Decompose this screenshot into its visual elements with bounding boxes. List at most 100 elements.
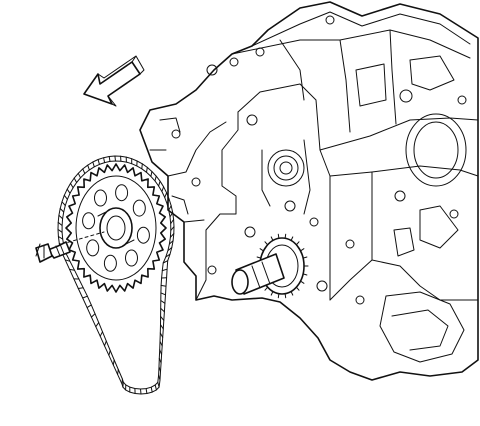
chain-link	[61, 201, 66, 206]
chain-link	[140, 388, 142, 395]
sprocket-tooth	[270, 236, 274, 241]
sprocket-tooth	[284, 293, 287, 299]
chain-link	[158, 366, 161, 372]
chain-link	[158, 374, 161, 381]
chain-link	[170, 219, 175, 225]
chain-link	[159, 332, 164, 338]
chain-link	[59, 208, 65, 213]
chain-link	[160, 316, 165, 321]
chain-link	[158, 180, 161, 187]
chain-link	[92, 161, 95, 168]
sprocket-tooth	[295, 241, 300, 246]
chain-link	[159, 349, 163, 355]
sprocket-hole	[82, 212, 96, 230]
sprocket-hole	[136, 226, 150, 244]
chain-link	[154, 175, 157, 182]
block-bolt-holes	[171, 15, 467, 305]
chain-link	[161, 268, 168, 272]
chain-link	[87, 164, 90, 171]
chain-link	[160, 324, 164, 330]
sprocket-tooth	[259, 248, 264, 252]
chain-link	[157, 381, 160, 388]
sprocket-tooth	[290, 291, 294, 296]
chain-link	[170, 226, 175, 231]
chain-link	[64, 259, 71, 262]
sprocket-bolt	[35, 231, 105, 263]
chain-link	[90, 313, 96, 318]
chain-link	[154, 384, 157, 391]
arrow-left-icon	[83, 55, 145, 107]
chain-link	[146, 166, 148, 173]
chain-link	[141, 163, 143, 170]
chain-link	[158, 357, 162, 364]
sprocket-hole	[115, 184, 129, 202]
chain-link	[82, 168, 86, 174]
chain-link	[82, 295, 88, 299]
chain-link	[169, 233, 175, 238]
timing-chain	[57, 155, 175, 395]
chain-link	[95, 322, 100, 328]
chain-link	[169, 212, 174, 218]
sprocket-tooth	[277, 233, 280, 239]
sprocket-hole	[94, 189, 107, 207]
sprocket-hole	[86, 239, 100, 257]
chain-link	[159, 340, 163, 347]
sprocket-hole	[103, 254, 117, 272]
chain-link	[167, 247, 173, 252]
chain-link	[57, 221, 63, 226]
camshaft-nose	[231, 253, 285, 295]
chain-link	[104, 340, 107, 347]
chain-link	[168, 240, 174, 245]
sprocket-tooth	[302, 256, 308, 259]
chain-link	[160, 284, 167, 287]
sprocket-lightening-holes	[82, 184, 150, 272]
chain-link	[99, 331, 103, 337]
chain-link	[108, 156, 111, 162]
chain-link	[160, 292, 166, 296]
chain-link	[69, 268, 75, 271]
sprocket-hole	[132, 199, 146, 217]
sprocket-tooth	[300, 248, 305, 252]
chain-link	[70, 182, 74, 189]
sprocket-hole	[125, 249, 138, 267]
sprocket-tooth	[295, 286, 300, 291]
chain-link	[63, 194, 68, 200]
chain-link	[150, 171, 153, 177]
chain-link	[145, 388, 148, 394]
engine-block	[139, 1, 479, 381]
sprocket-tooth	[270, 291, 274, 296]
chain-link	[108, 350, 111, 356]
chain-link	[117, 369, 119, 375]
sprocket-tooth	[256, 256, 262, 259]
chain-link	[162, 260, 169, 264]
chain-link	[66, 188, 71, 194]
camshaft-sprocket	[65, 163, 167, 293]
chain-link	[166, 198, 170, 205]
sprocket-tooth	[302, 273, 308, 276]
chain-link	[168, 205, 172, 211]
chain-link	[57, 236, 64, 240]
chain-link	[73, 177, 78, 183]
chain-link	[161, 186, 165, 192]
sprocket-tooth	[290, 236, 294, 241]
chain-link	[103, 157, 106, 164]
chain-link	[77, 287, 84, 289]
chain-link	[97, 159, 100, 165]
chain-link	[150, 386, 153, 393]
chain-link	[160, 300, 166, 304]
chain-link	[57, 228, 63, 233]
sprocket-tooth	[284, 233, 287, 239]
sprocket-tooth	[264, 286, 269, 291]
chain-link	[77, 172, 81, 179]
chain-link	[165, 253, 171, 258]
sprocket-tooth	[277, 293, 280, 299]
chain-link	[58, 214, 64, 220]
chain-link	[164, 192, 168, 198]
sprocket-tooth	[300, 280, 305, 284]
chain-link	[114, 155, 116, 162]
sprocket-tooth	[264, 241, 269, 246]
chain-link	[112, 359, 115, 366]
chain-link	[160, 307, 165, 313]
